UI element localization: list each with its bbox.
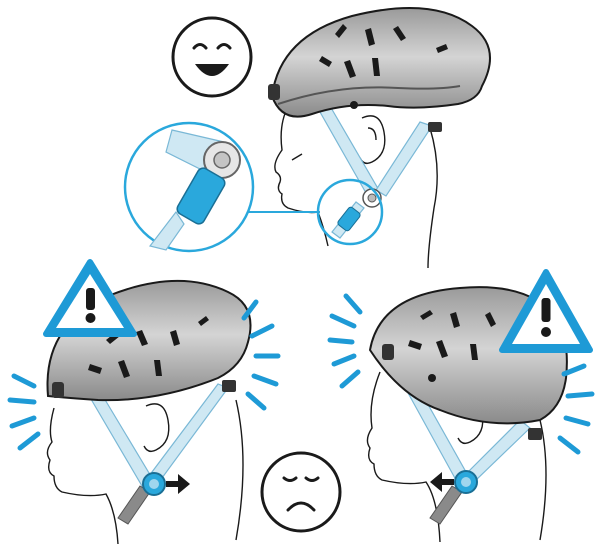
sad-face-icon [262, 453, 340, 531]
ear-icon [144, 404, 169, 451]
helmet [268, 8, 490, 132]
ear-icon [360, 116, 385, 163]
arrow-right-icon [166, 474, 190, 494]
panel-loose-right [330, 272, 592, 542]
buckle-icon [455, 471, 477, 493]
buckle-icon [143, 473, 165, 495]
panel-correct-fit [125, 8, 490, 268]
smiling-face-icon [173, 18, 251, 96]
panel-loose-left [10, 262, 278, 544]
